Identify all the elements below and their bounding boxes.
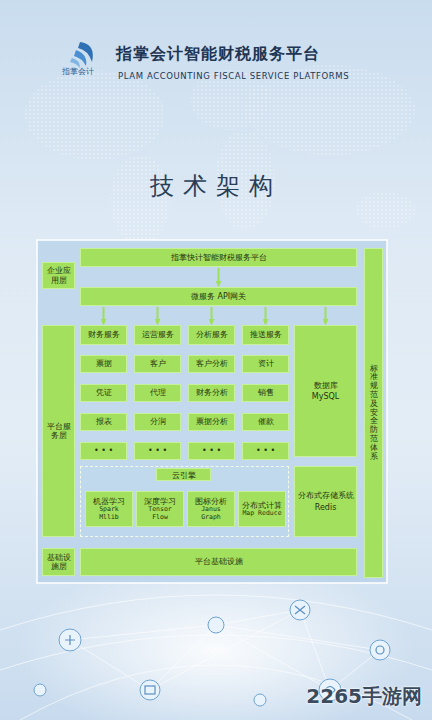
cell-box: 票据分析 [188,413,235,431]
box-text: 客户分析 [196,359,228,368]
band-box: 微服务 API网关 [80,287,357,306]
engine-box: 机器学习Spark Mllib [85,491,133,527]
vert-box: 标准规范及安全防范体系 [364,248,383,578]
box-text: 平台服务层 [45,422,72,440]
arrow-connector [103,307,105,324]
diagram-panel [37,240,387,583]
box-text: 票据 [96,359,112,368]
box-text: 标准规范及安全防范体系 [370,365,378,462]
box-subtext: Janus Graph [190,506,232,521]
svc-box: 分析服务 [188,325,235,345]
engine-box: 深度学习Tensor Flow [136,491,184,527]
svc-box: 推送服务 [242,325,289,345]
box-text: 云引擎 [156,468,211,481]
box-text: 财务服务 [88,330,120,339]
box-text: 企业应用层 [45,266,72,284]
cell-box: • • • [80,442,127,460]
arrow-connector [211,307,213,324]
box-text: • • • [256,446,275,455]
layer-box: 平台服务层 [42,325,75,537]
box-text: 推送服务 [250,330,282,339]
engine-box: 图标分析Janus Graph [187,491,235,527]
band-box: 平台基础设施 [80,548,357,576]
box-subtext: Map Reduce [242,510,281,517]
network-glyphs [65,606,384,694]
cell-box: 客户分析 [188,355,235,373]
box-text: • • • [148,446,167,455]
arrow-connector [157,307,159,324]
layer-box: 基础设施层 [42,548,75,576]
box-text: 微服务 API网关 [191,292,246,301]
cell-box: 客户 [134,355,181,373]
cell-box: 催款 [242,413,289,431]
cell-box: 财务分析 [188,384,235,402]
cell-box: 票据 [80,355,127,373]
cell-box: 凭证 [80,384,127,402]
engine-box: 分布式计算Map Reduce [238,491,286,527]
box-text: 客户 [150,359,166,368]
cell-box: 销售 [242,384,289,402]
box-text: 指掌快计智能财税服务平台 [171,253,267,262]
cell-box: 资计 [242,355,289,373]
box-text: 财务分析 [196,388,228,397]
box-text: 票据分析 [196,417,228,426]
box-text: 分布式存储系统 [298,491,354,500]
box-subtext: Tensor Flow [139,506,181,521]
box-text: 图标分析 [195,497,227,506]
box-text: 凭证 [96,388,112,397]
box-text: 深度学习 [144,497,176,506]
cell-box: 分润 [134,413,181,431]
world-map [25,65,415,245]
logo [70,42,93,68]
box-text: 报表 [96,417,112,426]
band-box: 指掌快计智能财税服务平台 [80,248,357,267]
cloud-box: 云引擎机器学习Spark Mllib深度学习Tensor Flow图标分析Jan… [80,466,289,537]
box-text: 机器学习 [93,497,125,506]
svc-box: 运营服务 [134,325,181,345]
layer-box: 企业应用层 [42,262,75,289]
arrow-connector [218,268,220,286]
store-box: 分布式存储系统 Redis [294,466,357,537]
watermark: 2265手游网 [306,683,422,710]
arrow-connector [265,307,267,324]
box-text: 分布式计算 [242,501,282,510]
box-text: 运营服务 [142,330,174,339]
box-text: 平台基础设施 [195,557,243,566]
box-text: 资计 [258,359,274,368]
box-text: • • • [94,446,113,455]
cell-box: • • • [134,442,181,460]
arrow-connector [325,307,327,324]
box-subtext: Spark Mllib [88,506,130,521]
app-logo-text: 指掌会计 [62,66,94,77]
box-text: • • • [202,446,221,455]
network-lines [0,595,432,720]
box-text: 基础设施层 [45,553,72,571]
cell-box: 报表 [80,413,127,431]
box-text: 代理 [150,388,166,397]
store-box: 数据库 MySQL [294,325,357,457]
app-subtitle: PLAM ACCOUNTING FISCAL SERVICE PLATFORMS [118,71,349,81]
box-subtext: MySQL [312,392,339,401]
cell-box: 代理 [134,384,181,402]
app-name: 指掌会计智能财税服务平台 [116,44,320,65]
box-text: 数据库 [314,381,338,390]
cell-box: • • • [188,442,235,460]
box-text: 催款 [258,417,274,426]
box-text: 分析服务 [196,330,228,339]
box-subtext: Redis [315,503,337,512]
svc-box: 财务服务 [80,325,127,345]
box-text: 分润 [150,417,166,426]
page-heading: 技术架构 [0,170,432,202]
cell-box: • • • [242,442,289,460]
box-text: 销售 [258,388,274,397]
